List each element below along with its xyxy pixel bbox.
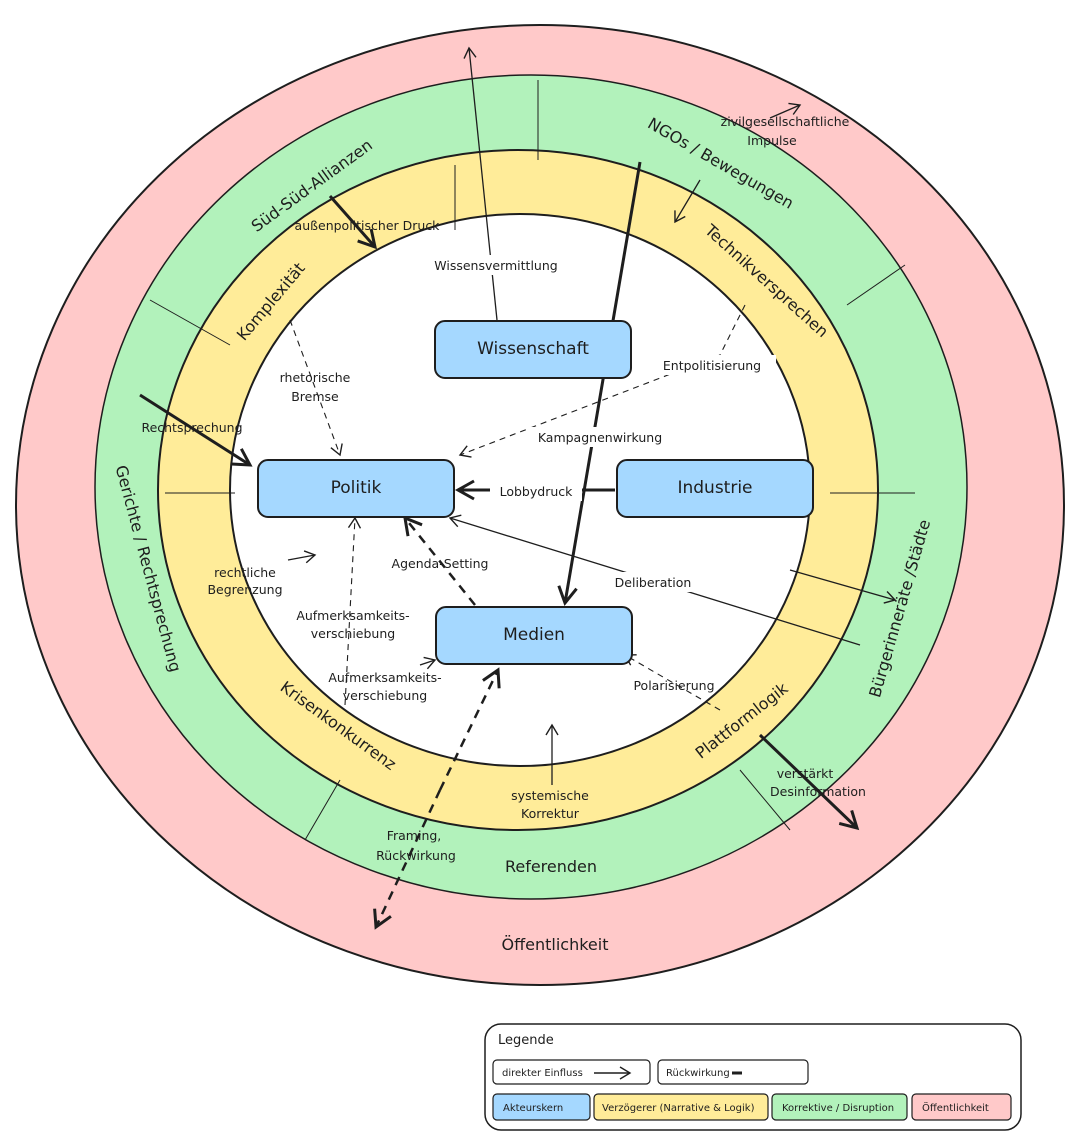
label-aussenpolitischer-druck: außenpolitischer Druck — [295, 218, 441, 233]
label-zivil-2: Impulse — [747, 133, 797, 148]
actor-politik[interactable]: Politik — [257, 459, 455, 518]
label-agenda-setting: Agenda-Setting — [392, 556, 489, 571]
arrow-kampagnenwirkung — [557, 161, 642, 607]
label-zivil-1: zivilgesellschaftliche — [721, 114, 850, 129]
arrow-aufmerksamkeit-1 — [344, 516, 362, 706]
arrow-zivil-impulse — [674, 179, 701, 224]
legend-public: Öffentlichkeit — [922, 1101, 989, 1114]
label-entpolitisierung: Entpolitisierung — [663, 358, 761, 373]
legend-public-box — [911, 1093, 1012, 1121]
actor-politik-label: Politik — [331, 478, 382, 498]
label-wissensvermittlung: Wissensvermittlung — [434, 258, 557, 273]
public-label: Öffentlichkeit — [502, 935, 609, 954]
label-rechtliche-1: rechtliche — [214, 565, 276, 580]
label-deliberation: Deliberation — [615, 575, 692, 590]
arrow-aufmerksamkeit-2 — [419, 656, 437, 670]
arrow-rhetorische-bremse — [289, 319, 343, 457]
label-aufmerksamkeit-2b: verschiebung — [343, 688, 427, 703]
label-aufmerksamkeit-2a: Aufmerksamkeits- — [328, 670, 441, 685]
actor-industrie-label: Industrie — [677, 478, 752, 498]
segment-referenden: Referenden — [505, 857, 597, 876]
label-rhetorische-2: Bremse — [291, 389, 339, 404]
label-framing-1: Framing, — [387, 828, 442, 843]
legend-delayers: Verzögerer (Narrative & Logik) — [602, 1103, 755, 1114]
arrow-zivil-out — [769, 102, 802, 119]
arrow-aussenpolitisch — [328, 195, 378, 250]
arrow-framing — [438, 667, 501, 791]
legend-direct: direkter Einfluss — [502, 1068, 583, 1079]
actor-wissenschaft-label: Wissenschaft — [477, 339, 589, 359]
legend-actors-box — [492, 1093, 591, 1121]
arrow-polarisierung — [623, 654, 721, 711]
label-lobbydruck: Lobbydruck — [500, 484, 574, 499]
arrow-agenda-setting — [403, 515, 476, 606]
label-verstaerkt-1: verstärkt — [777, 766, 834, 781]
legend-title: Legende — [498, 1033, 554, 1048]
actor-medien-label: Medien — [503, 625, 565, 645]
arrow-deliberation-out — [789, 569, 897, 604]
label-aufmerksamkeit-1a: Aufmerksamkeits- — [296, 608, 409, 623]
legend-direct-box — [492, 1059, 651, 1085]
label-systemische-1: systemische — [511, 788, 589, 803]
actor-industrie[interactable]: Industrie — [616, 459, 814, 518]
label-rhetorische-1: rhetorische — [280, 370, 351, 385]
label-rechtliche-2: Begrenzung — [207, 582, 282, 597]
label-framing-2: Rückwirkung — [376, 848, 456, 863]
legend-correctives: Korrektive / Disruption — [782, 1103, 894, 1114]
legend-correctives-box — [771, 1093, 908, 1121]
label-systemische-2: Korrektur — [521, 806, 580, 821]
legend: Legende direkter Einfluss Rückwirkung Ak… — [484, 1023, 1022, 1131]
green-segment-dividers — [149, 80, 915, 841]
legend-delayers-box — [593, 1093, 769, 1121]
label-kampagnenwirkung: Kampagnenwirkung — [538, 430, 662, 445]
label-verstaerkt-2: Desinformation — [770, 784, 866, 799]
label-polarisierung: Polarisierung — [633, 678, 714, 693]
arrow-desinformation — [758, 733, 860, 831]
arrows — [139, 46, 897, 930]
actor-wissenschaft[interactable]: Wissenschaft — [434, 320, 632, 379]
arrow-rechtsprechung — [139, 393, 253, 467]
arrow-rechtliche-begrenzung — [287, 550, 317, 564]
edge-labels: Wissensvermittlung außenpolitischer Druc… — [141, 114, 866, 863]
legend-actors: Akteurskern — [503, 1103, 563, 1114]
legend-feedback: Rückwirkung — [666, 1068, 730, 1079]
label-rechtsprechung: Rechtsprechung — [141, 420, 242, 435]
label-aufmerksamkeit-1b: verschiebung — [311, 626, 395, 641]
actor-medien[interactable]: Medien — [435, 606, 633, 665]
